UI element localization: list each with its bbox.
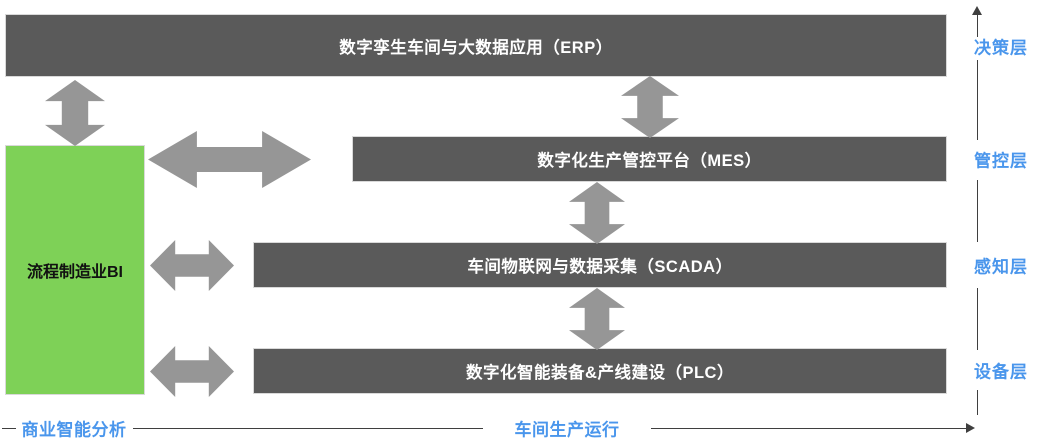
bottom-axis-arrowhead-icon <box>966 423 975 433</box>
layer-axis-segment-3 <box>977 180 978 242</box>
platform-bar-erp-label: 数字孪生车间与大数据应用（ERP） <box>339 38 613 57</box>
connector-mes-scada-arrow-icon <box>569 182 625 244</box>
platform-bar-plc-label: 数字化智能装备&产线建设（PLC） <box>466 364 734 382</box>
layer-label-management: 管控层 <box>974 151 1028 171</box>
layer-axis-segment-4 <box>977 288 978 350</box>
bi-panel-label: 流程制造业BI <box>26 264 123 281</box>
layer-axis-segment-2 <box>977 60 978 140</box>
platform-bar-scada[interactable]: 车间物联网与数据采集（SCADA） <box>253 242 947 288</box>
connector-erp-mes-arrow-icon <box>621 76 679 138</box>
connector-erp-bi-arrow-icon <box>45 80 105 146</box>
layer-axis-arrowhead-icon <box>972 6 982 15</box>
connector-bi-plc-arrow-icon <box>150 346 234 397</box>
connector-scada-plc-arrow-icon <box>569 288 625 350</box>
bi-panel[interactable]: 流程制造业BI <box>5 145 145 395</box>
layer-label-decision: 决策层 <box>974 38 1028 58</box>
bottom-label-bi-analysis: 商业智能分析 <box>16 415 132 440</box>
layer-label-equipment: 设备层 <box>974 362 1028 382</box>
platform-bar-mes-label: 数字化生产管控平台（MES） <box>537 152 762 170</box>
platform-bar-scada-label: 车间物联网与数据采集（SCADA） <box>467 258 733 276</box>
platform-bar-mes[interactable]: 数字化生产管控平台（MES） <box>352 136 947 182</box>
bottom-axis-segment-1 <box>2 428 16 429</box>
connector-bi-scada-arrow-icon <box>150 240 234 291</box>
layer-label-perception: 感知层 <box>974 257 1028 277</box>
layer-axis-segment-5 <box>977 390 978 415</box>
connector-bi-mes-arrow-icon <box>148 131 311 188</box>
bottom-axis-segment-2 <box>133 428 483 429</box>
bottom-axis-segment-3 <box>651 428 968 429</box>
platform-bar-plc[interactable]: 数字化智能装备&产线建设（PLC） <box>253 348 947 394</box>
platform-bar-erp[interactable]: 数字孪生车间与大数据应用（ERP） <box>5 14 947 77</box>
bottom-label-shopfloor-ops: 车间生产运行 <box>509 415 625 440</box>
layer-axis-segment-1 <box>977 15 978 37</box>
